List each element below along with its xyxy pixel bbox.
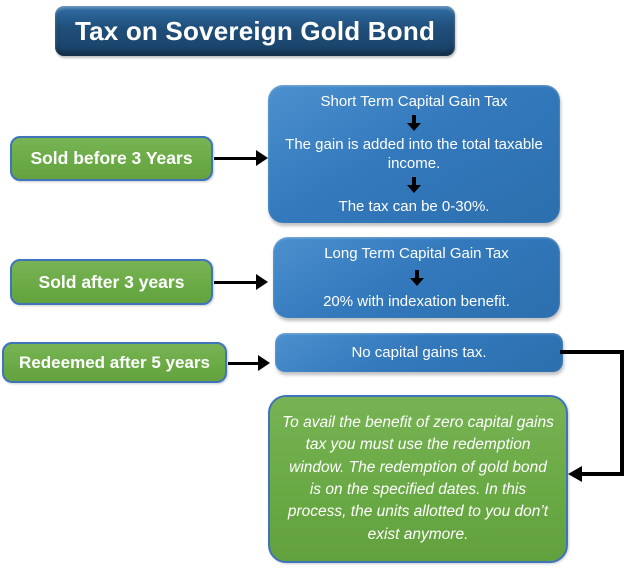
right-arrow-icon [214,150,268,166]
down-arrow-icon [407,115,421,131]
result-heading: Long Term Capital Gain Tax [324,245,509,262]
arrow-head [256,274,268,290]
redemption-note-box: To avail the benefit of zero capital gai… [268,395,568,563]
right-arrow-icon [228,355,270,371]
result-step: The tax can be 0-30%. [338,197,490,215]
connector-segment [582,472,624,476]
right-arrow-icon [214,274,268,290]
arrow-head [256,150,268,166]
result-short-term-box: Short Term Capital Gain Tax The gain is … [268,85,560,223]
down-arrow-icon [407,177,421,193]
result-step: 20% with indexation benefit. [323,292,510,310]
connector-segment [560,350,624,354]
result-step: The gain is added into the total taxable… [285,135,543,173]
arrow-shaft [214,156,258,160]
title-text: Tax on Sovereign Gold Bond [74,15,436,46]
arrow-shaft [228,361,260,365]
arrow-shaft [214,280,258,284]
condition-label: Sold after 3 years [38,271,185,292]
connector-segment [620,350,624,476]
condition-sold-after-3-years: Sold after 3 years [10,259,213,305]
condition-label: Sold before 3 Years [30,148,193,168]
condition-redeemed-after-5-years: Redeemed after 5 years [2,342,227,383]
redemption-note-text: To avail the benefit of zero capital gai… [282,413,554,543]
condition-sold-before-3-years: Sold before 3 Years [10,136,213,181]
result-long-term-box: Long Term Capital Gain Tax 20% with inde… [273,237,560,318]
result-heading: Short Term Capital Gain Tax [320,93,508,110]
title-banner: Tax on Sovereign Gold Bond [55,6,455,56]
condition-label: Redeemed after 5 years [19,352,210,372]
result-heading: No capital gains tax. [351,343,487,361]
result-no-capital-gains-box: No capital gains tax. [275,333,563,372]
left-arrow-head-icon [568,466,582,482]
arrow-head [258,355,270,371]
down-arrow-icon [409,269,424,286]
